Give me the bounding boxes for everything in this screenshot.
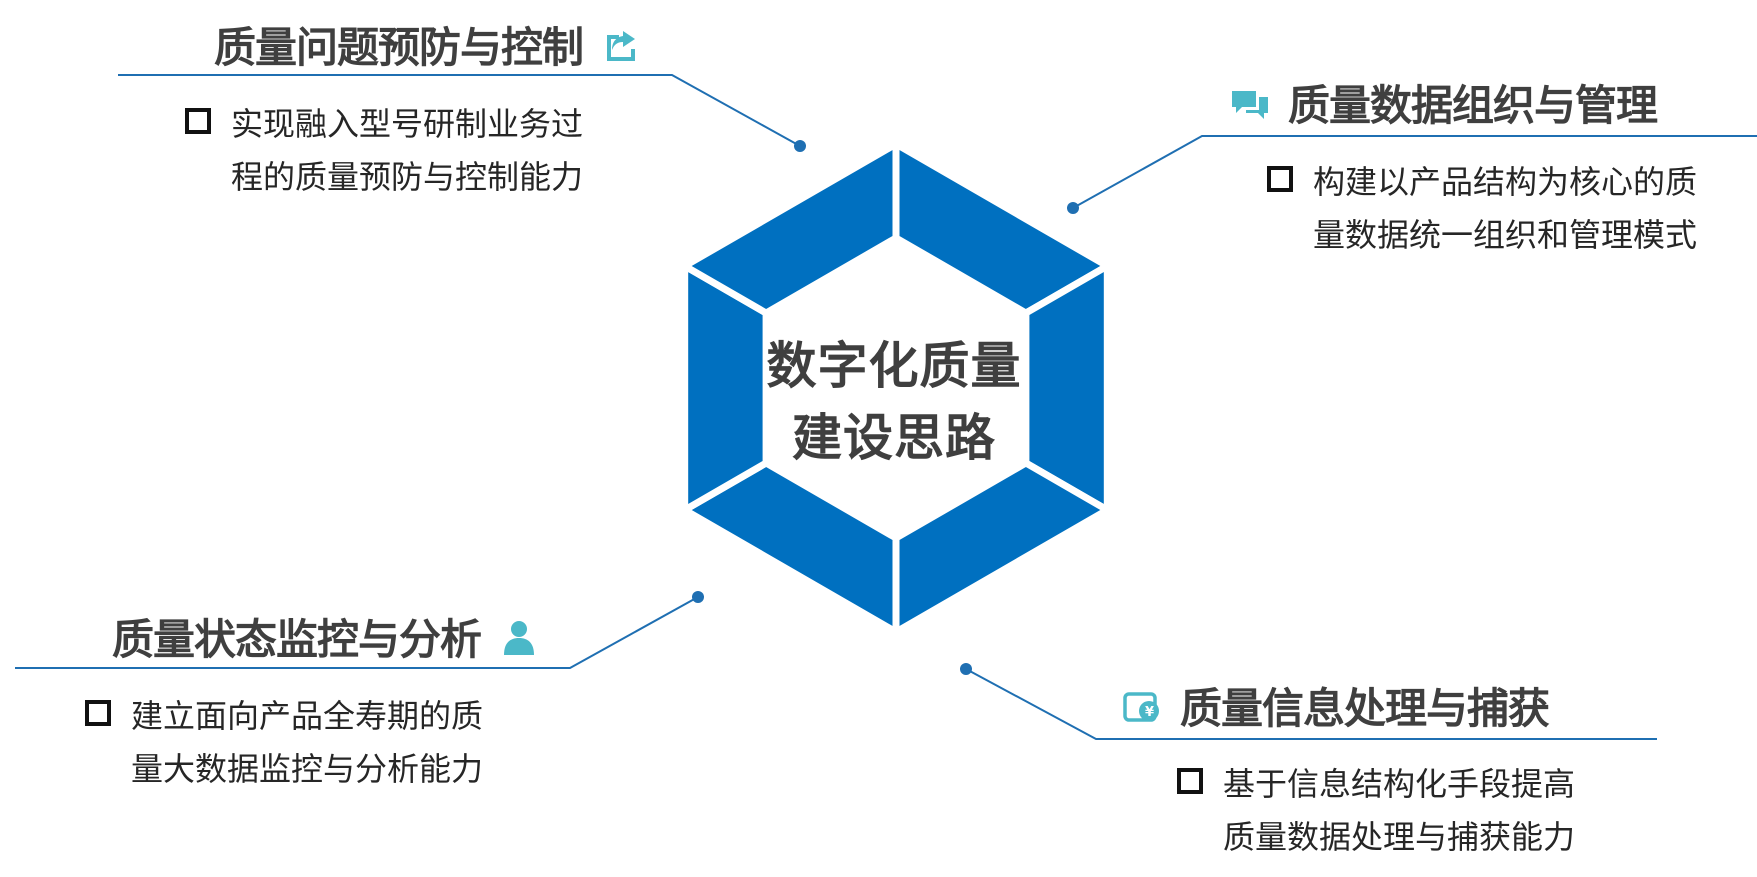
item-description-line2: 量数据统一组织和管理模式: [1313, 216, 1698, 254]
item-title-text: 质量信息处理与捕获: [1180, 684, 1550, 733]
item-title-monitoring: 质量状态监控与分析: [112, 606, 539, 667]
item-description: 实现融入型号研制业务过 程的质量预防与控制能力: [231, 98, 583, 204]
item-description-line1: 建立面向产品全寿期的质: [131, 697, 484, 735]
item-description-line2: 程的质量预防与控制能力: [231, 158, 584, 196]
item-description-line1: 实现融入型号研制业务过: [231, 105, 584, 143]
item-title-text: 质量数据组织与管理: [1288, 81, 1658, 130]
square-bullet-icon: [1267, 166, 1293, 192]
item-description-line2: 量大数据监控与分析能力: [131, 750, 484, 788]
item-title-prevention: 质量问题预防与控制: [214, 14, 641, 75]
item-description: 基于信息结构化手段提高 质量数据处理与捕获能力: [1223, 758, 1575, 864]
square-bullet-icon: [1177, 768, 1203, 794]
connector-top-right: [1072, 135, 1757, 209]
connector-bottom-left: [15, 596, 699, 669]
item-description: 建立面向产品全寿期的质 量大数据监控与分析能力: [131, 690, 483, 796]
center-title-line2: 建设思路: [792, 409, 996, 467]
wallet-icon: ¥: [1122, 686, 1162, 726]
user-icon: [499, 617, 539, 657]
chat-icon: [1230, 83, 1270, 123]
connector-dot-top-right: [1067, 202, 1079, 214]
svg-text:¥: ¥: [1145, 705, 1154, 720]
item-title-organization: 质量数据组织与管理: [1230, 72, 1658, 133]
connector-bottom-right: [965, 668, 1657, 740]
connector-top-left: [118, 74, 801, 147]
item-description: 构建以产品结构为核心的质 量数据统一组织和管理模式: [1313, 156, 1697, 262]
item-title-processing: ¥ 质量信息处理与捕获: [1122, 675, 1550, 736]
square-bullet-icon: [185, 108, 211, 134]
hexagon-segment-top-left: [677, 137, 900, 318]
center-title-line1: 数字化质量: [766, 337, 1022, 395]
center-title: 数字化质量 建设思路: [744, 330, 1044, 474]
item-bullet-processing: 基于信息结构化手段提高 质量数据处理与捕获能力: [1177, 758, 1575, 864]
item-title-text: 质量问题预防与控制: [214, 23, 584, 72]
square-bullet-icon: [85, 700, 111, 726]
connector-dot-top-left: [794, 140, 806, 152]
share-icon: [601, 25, 641, 65]
item-description-line2: 质量数据处理与捕获能力: [1223, 818, 1576, 856]
item-description-line1: 构建以产品结构为核心的质: [1313, 163, 1698, 201]
connector-dot-bottom-left: [692, 591, 704, 603]
item-bullet-monitoring: 建立面向产品全寿期的质 量大数据监控与分析能力: [85, 690, 483, 796]
connector-dot-bottom-right: [960, 663, 972, 675]
item-bullet-organization: 构建以产品结构为核心的质 量数据统一组织和管理模式: [1267, 156, 1697, 262]
item-bullet-prevention: 实现融入型号研制业务过 程的质量预防与控制能力: [185, 98, 583, 204]
item-description-line1: 基于信息结构化手段提高: [1223, 765, 1576, 803]
item-title-text: 质量状态监控与分析: [112, 615, 482, 664]
